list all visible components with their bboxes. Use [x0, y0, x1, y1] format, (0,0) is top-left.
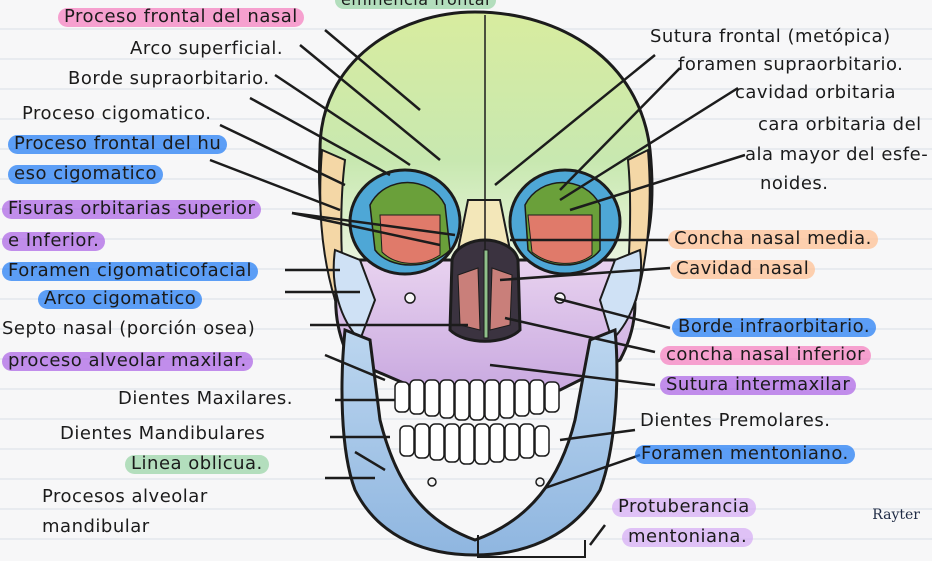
label-cavidad-orbitaria: cavidad orbitaria: [735, 84, 896, 103]
upper-teeth: [395, 380, 559, 420]
label-procesos-alveolar-1: Procesos alveolar: [42, 488, 208, 507]
label-proceso-frontal-cigomatico-2: eso cigomatico: [8, 165, 163, 184]
nasal-concha-right: [490, 268, 512, 330]
nasal-septum: [484, 250, 488, 338]
label-concha-nasal-inferior: concha nasal inferior: [660, 346, 871, 365]
label-arco-cigomatico: Arco cigomatico: [38, 290, 202, 309]
foramen-mental-right: [536, 478, 544, 486]
label-protuberancia-1: Protuberancia: [612, 498, 756, 517]
label-borde-supraorbitario: Borde supraorbitario.: [68, 70, 270, 89]
label-sutura-intermaxilar: Sutura intermaxilar: [660, 376, 856, 395]
label-foramen-supraorbitario: foramen supraorbitario.: [678, 56, 903, 75]
label-cara-orbitaria-1: cara orbitaria del: [758, 116, 922, 135]
label-protuberancia-2: mentoniana.: [622, 528, 753, 547]
label-arco-superficial: Arco superficial.: [130, 40, 283, 59]
label-cara-orbitaria-3: noides.: [760, 175, 829, 194]
foramen-left: [405, 293, 415, 303]
signature: Rayter: [872, 507, 920, 523]
label-sutura-frontal: Sutura frontal (metópica): [650, 28, 891, 47]
label-cara-orbitaria-2: ala mayor del esfe-: [745, 146, 928, 165]
label-linea-oblicua: Linea oblicua.: [125, 455, 269, 474]
label-dientes-maxilares: Dientes Maxilares.: [118, 390, 293, 409]
label-concha-nasal-media: Concha nasal media.: [668, 230, 878, 249]
label-foramen-cigomaticofacial: Foramen cigomaticofacial: [2, 262, 258, 281]
label-dientes-premolares: Dientes Premolares.: [640, 412, 830, 431]
label-fisuras-orbitarias-2: e Inferior.: [2, 232, 105, 251]
label-septo-nasal: Septo nasal (porción osea): [2, 320, 255, 339]
label-top-cut: eminencia frontal: [335, 0, 496, 9]
label-proceso-frontal-nasal: Proceso frontal del nasal: [58, 8, 304, 27]
label-cavidad-nasal: Cavidad nasal: [670, 260, 815, 279]
label-foramen-mentoniano: Foramen mentoniano.: [635, 445, 855, 464]
label-borde-infraorbitario: Borde infraorbitario.: [672, 318, 876, 337]
lower-teeth: [400, 424, 549, 464]
nasal-concha-left: [458, 268, 480, 330]
label-fisuras-orbitarias-1: Fisuras orbitarias superior: [2, 200, 261, 219]
label-procesos-alveolar-2: mandibular: [42, 518, 150, 537]
label-proceso-frontal-cigomatico-1: Proceso frontal del hu: [8, 135, 227, 154]
foramen-mental-left: [428, 478, 436, 486]
label-proceso-alveolar-maxilar: proceso alveolar maxilar.: [2, 352, 253, 371]
label-dientes-mandibulares: Dientes Mandibulares: [60, 425, 265, 444]
label-proceso-cigomatico: Proceso cigomatico.: [22, 105, 211, 124]
